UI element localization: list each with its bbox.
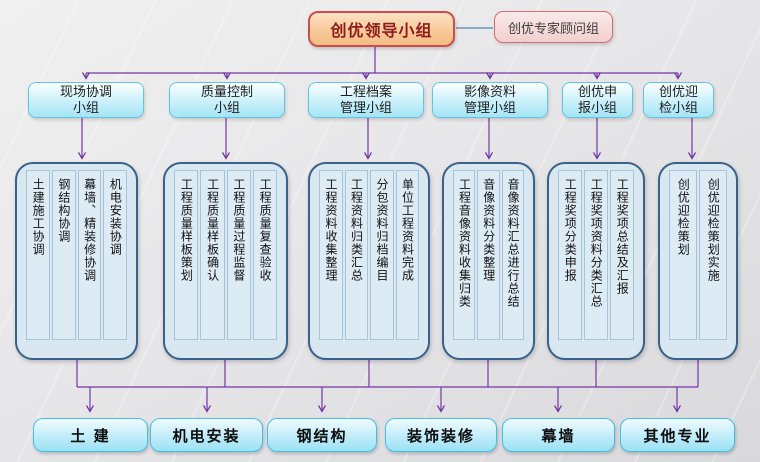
task-column: 创优迎检策划实施 bbox=[699, 170, 727, 340]
group-title-line: 创优迎 bbox=[658, 84, 698, 99]
task-column: 创优迎检策划 bbox=[669, 170, 697, 340]
group-node-quality-control: 质量控制 小组 bbox=[169, 82, 285, 118]
task-column: 工程质量样板确认 bbox=[200, 170, 225, 340]
group-title-line: 现场协调 bbox=[59, 84, 112, 99]
task-column: 工程质量样板策划 bbox=[174, 170, 199, 340]
task-column: 工程质量复查验收 bbox=[252, 170, 277, 340]
discipline-node-decoration: 装饰装修 bbox=[385, 418, 497, 452]
group-title-line: 小组 bbox=[72, 100, 99, 115]
discipline-node-mep: 机电安装 bbox=[150, 418, 263, 452]
task-column: 音像资料分类整理 bbox=[477, 170, 500, 340]
discipline-label: 机电安装 bbox=[172, 427, 241, 445]
group-node-archives: 工程档案 管理小组 bbox=[308, 82, 424, 118]
group-title-line: 工程档案 bbox=[339, 84, 392, 99]
task-column: 工程质量过程监督 bbox=[226, 170, 251, 340]
root-node: 创优领导小组 bbox=[308, 11, 455, 47]
task-column: 土建施工协调 bbox=[26, 170, 50, 340]
group-detail-panel-inspection: 创优迎检策划 创优迎检策划实施 bbox=[658, 162, 738, 360]
group-title-line: 报小组 bbox=[577, 100, 617, 115]
task-column: 分包资料归档编目 bbox=[370, 170, 394, 340]
group-node-media: 影像资料 管理小组 bbox=[432, 82, 548, 118]
discipline-label: 幕墙 bbox=[541, 427, 576, 445]
group-node-award-application: 创优申 报小组 bbox=[562, 82, 633, 118]
group-title-line: 管理小组 bbox=[463, 100, 516, 115]
task-column: 工程奖项分类申报 bbox=[558, 170, 582, 340]
discipline-label: 其他专业 bbox=[643, 427, 712, 445]
group-detail-panel-award-application: 工程奖项分类申报 工程奖项资料分类汇总 工程奖项总结及汇报 bbox=[547, 162, 645, 360]
advisor-node: 创优专家顾问组 bbox=[494, 11, 613, 43]
group-detail-panel-media: 工程音像资料收集归类 音像资料分类整理 音像资料汇总进行总结 bbox=[442, 162, 535, 360]
task-column: 工程音像资料收集归类 bbox=[453, 170, 476, 340]
discipline-label: 装饰装修 bbox=[406, 427, 475, 445]
group-detail-panel-quality-control: 工程质量样板策划 工程质量样板确认 工程质量过程监督 工程质量复查验收 bbox=[163, 162, 288, 360]
group-detail-panel-site-coordination: 土建施工协调 钢结构协调 幕墙、精装修协调 机电安装协调 bbox=[15, 162, 138, 360]
discipline-node-curtain-wall: 幕墙 bbox=[502, 418, 615, 452]
discipline-label: 钢结构 bbox=[296, 427, 348, 445]
group-title-line: 质量控制 bbox=[200, 84, 253, 99]
task-column: 机电安装协调 bbox=[103, 170, 127, 340]
task-column: 钢结构协调 bbox=[51, 170, 76, 340]
group-title-line: 检小组 bbox=[658, 100, 698, 115]
task-column: 音像资料汇总进行总结 bbox=[501, 170, 524, 340]
task-column: 工程资料归类汇总 bbox=[344, 170, 368, 340]
task-column: 工程奖项总结及汇报 bbox=[610, 170, 634, 340]
task-column: 工程奖项资料分类汇总 bbox=[584, 170, 608, 340]
group-title-line: 创优申 bbox=[577, 84, 617, 99]
advisor-label: 创优专家顾问组 bbox=[507, 20, 599, 36]
task-column: 工程资料收集整理 bbox=[319, 170, 343, 340]
group-node-site-coordination: 现场协调 小组 bbox=[28, 82, 144, 118]
root-label: 创优领导小组 bbox=[330, 23, 433, 40]
group-title-line: 影像资料 bbox=[463, 84, 516, 99]
group-detail-panel-archives: 工程资料收集整理 工程资料归类汇总 分包资料归档编目 单位工程资料完成 bbox=[308, 162, 430, 360]
group-node-inspection: 创优迎 检小组 bbox=[643, 82, 714, 118]
discipline-node-steel: 钢结构 bbox=[267, 418, 377, 452]
discipline-label: 土 建 bbox=[70, 427, 111, 445]
group-title-line: 管理小组 bbox=[339, 100, 392, 115]
discipline-node-other: 其他专业 bbox=[620, 418, 735, 452]
task-column: 单位工程资料完成 bbox=[395, 170, 419, 340]
discipline-node-civil: 土 建 bbox=[33, 418, 148, 452]
group-title-line: 小组 bbox=[213, 100, 240, 115]
task-column: 幕墙、精装修协调 bbox=[77, 170, 102, 340]
